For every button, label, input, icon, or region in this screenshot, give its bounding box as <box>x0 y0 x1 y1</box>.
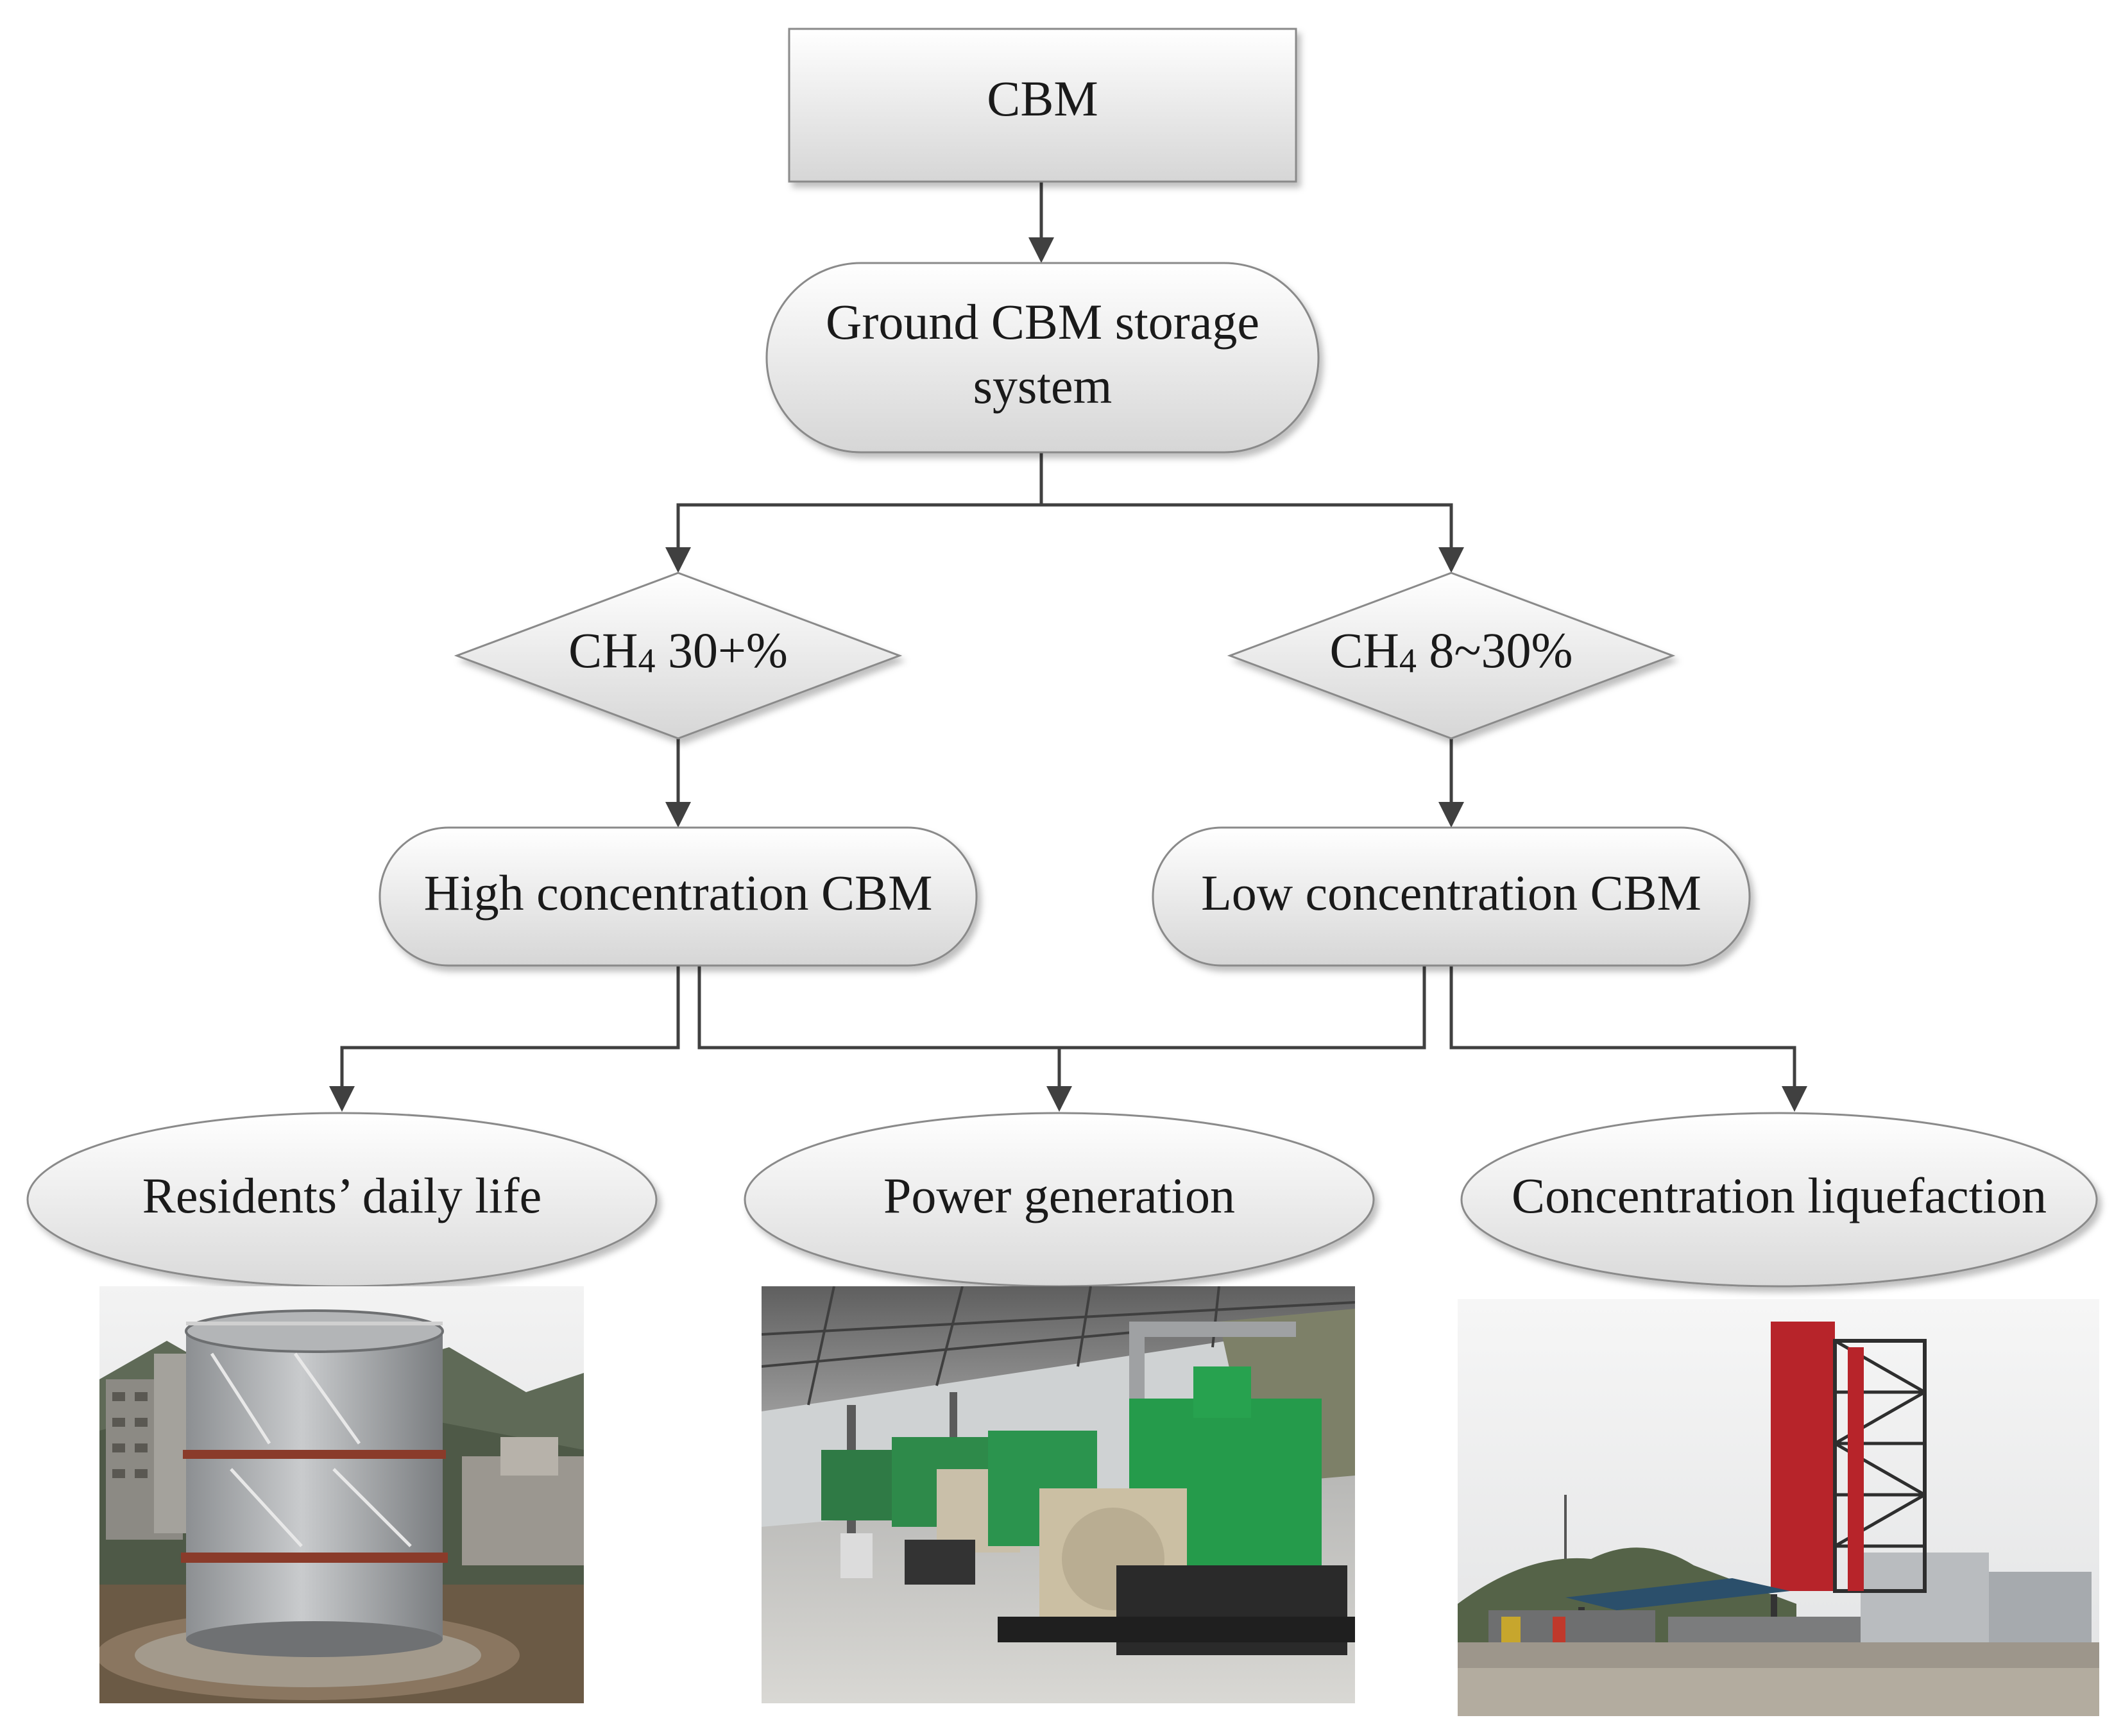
arrowhead <box>665 547 691 573</box>
node-low-concentration: Low concentration CBM <box>1152 826 1751 967</box>
node-high-concentration: High concentration CBM <box>379 826 978 967</box>
node-power-label: Power generation <box>883 1168 1235 1223</box>
edge-low-conc-to-liquefaction <box>1449 966 1796 1086</box>
ch4-prefix: CH <box>568 622 638 678</box>
generator-hall-photo <box>762 1286 1355 1703</box>
arrowhead <box>1028 237 1054 263</box>
arrowhead <box>1782 1086 1807 1112</box>
arrowhead <box>1438 802 1464 828</box>
storage-tank-photo <box>99 1286 584 1703</box>
liquefaction-tower-photo <box>1458 1299 2099 1716</box>
node-low-concentration-label: Low concentration CBM <box>1201 865 1701 921</box>
ch4-prefix: CH <box>1329 622 1399 678</box>
node-ch4-high: CH4 30+% <box>454 572 903 740</box>
node-residents: Residents’ daily life <box>26 1112 658 1288</box>
node-storage-system: Ground CBM storage system <box>765 262 1320 454</box>
edge-high-conc-to-power <box>697 966 1426 1050</box>
edge-storage-to-ch4-high <box>676 503 1041 547</box>
ch4-suffix: 8~30% <box>1417 622 1573 678</box>
arrowhead <box>329 1086 355 1112</box>
node-ch4-low-label: CH4 8~30% <box>1329 622 1573 680</box>
node-ch4-low: CH4 8~30% <box>1227 572 1676 740</box>
node-power: Power generation <box>744 1112 1375 1288</box>
node-residents-label: Residents’ daily life <box>142 1168 541 1223</box>
arrowhead <box>1046 1086 1072 1112</box>
node-cbm-label: CBM <box>987 71 1098 126</box>
ch4-subscript: 4 <box>1399 642 1417 680</box>
node-high-concentration-label: High concentration CBM <box>424 865 933 921</box>
edges <box>329 182 1807 1112</box>
node-ch4-high-label: CH4 30+% <box>568 622 788 680</box>
arrowhead <box>1438 547 1464 573</box>
arrowhead <box>665 802 691 828</box>
node-cbm: CBM <box>788 28 1297 183</box>
ch4-subscript: 4 <box>638 642 655 680</box>
edge-high-conc-to-residents <box>340 966 680 1086</box>
node-storage-line1: Ground CBM storage <box>826 294 1259 350</box>
node-liquefaction-label: Concentration liquefaction <box>1512 1168 2047 1223</box>
node-liquefaction: Concentration liquefaction <box>1460 1112 2098 1288</box>
edge-storage-to-ch4-low <box>1041 503 1453 547</box>
ch4-suffix: 30+% <box>655 622 787 678</box>
node-storage-line2: system <box>973 358 1112 414</box>
